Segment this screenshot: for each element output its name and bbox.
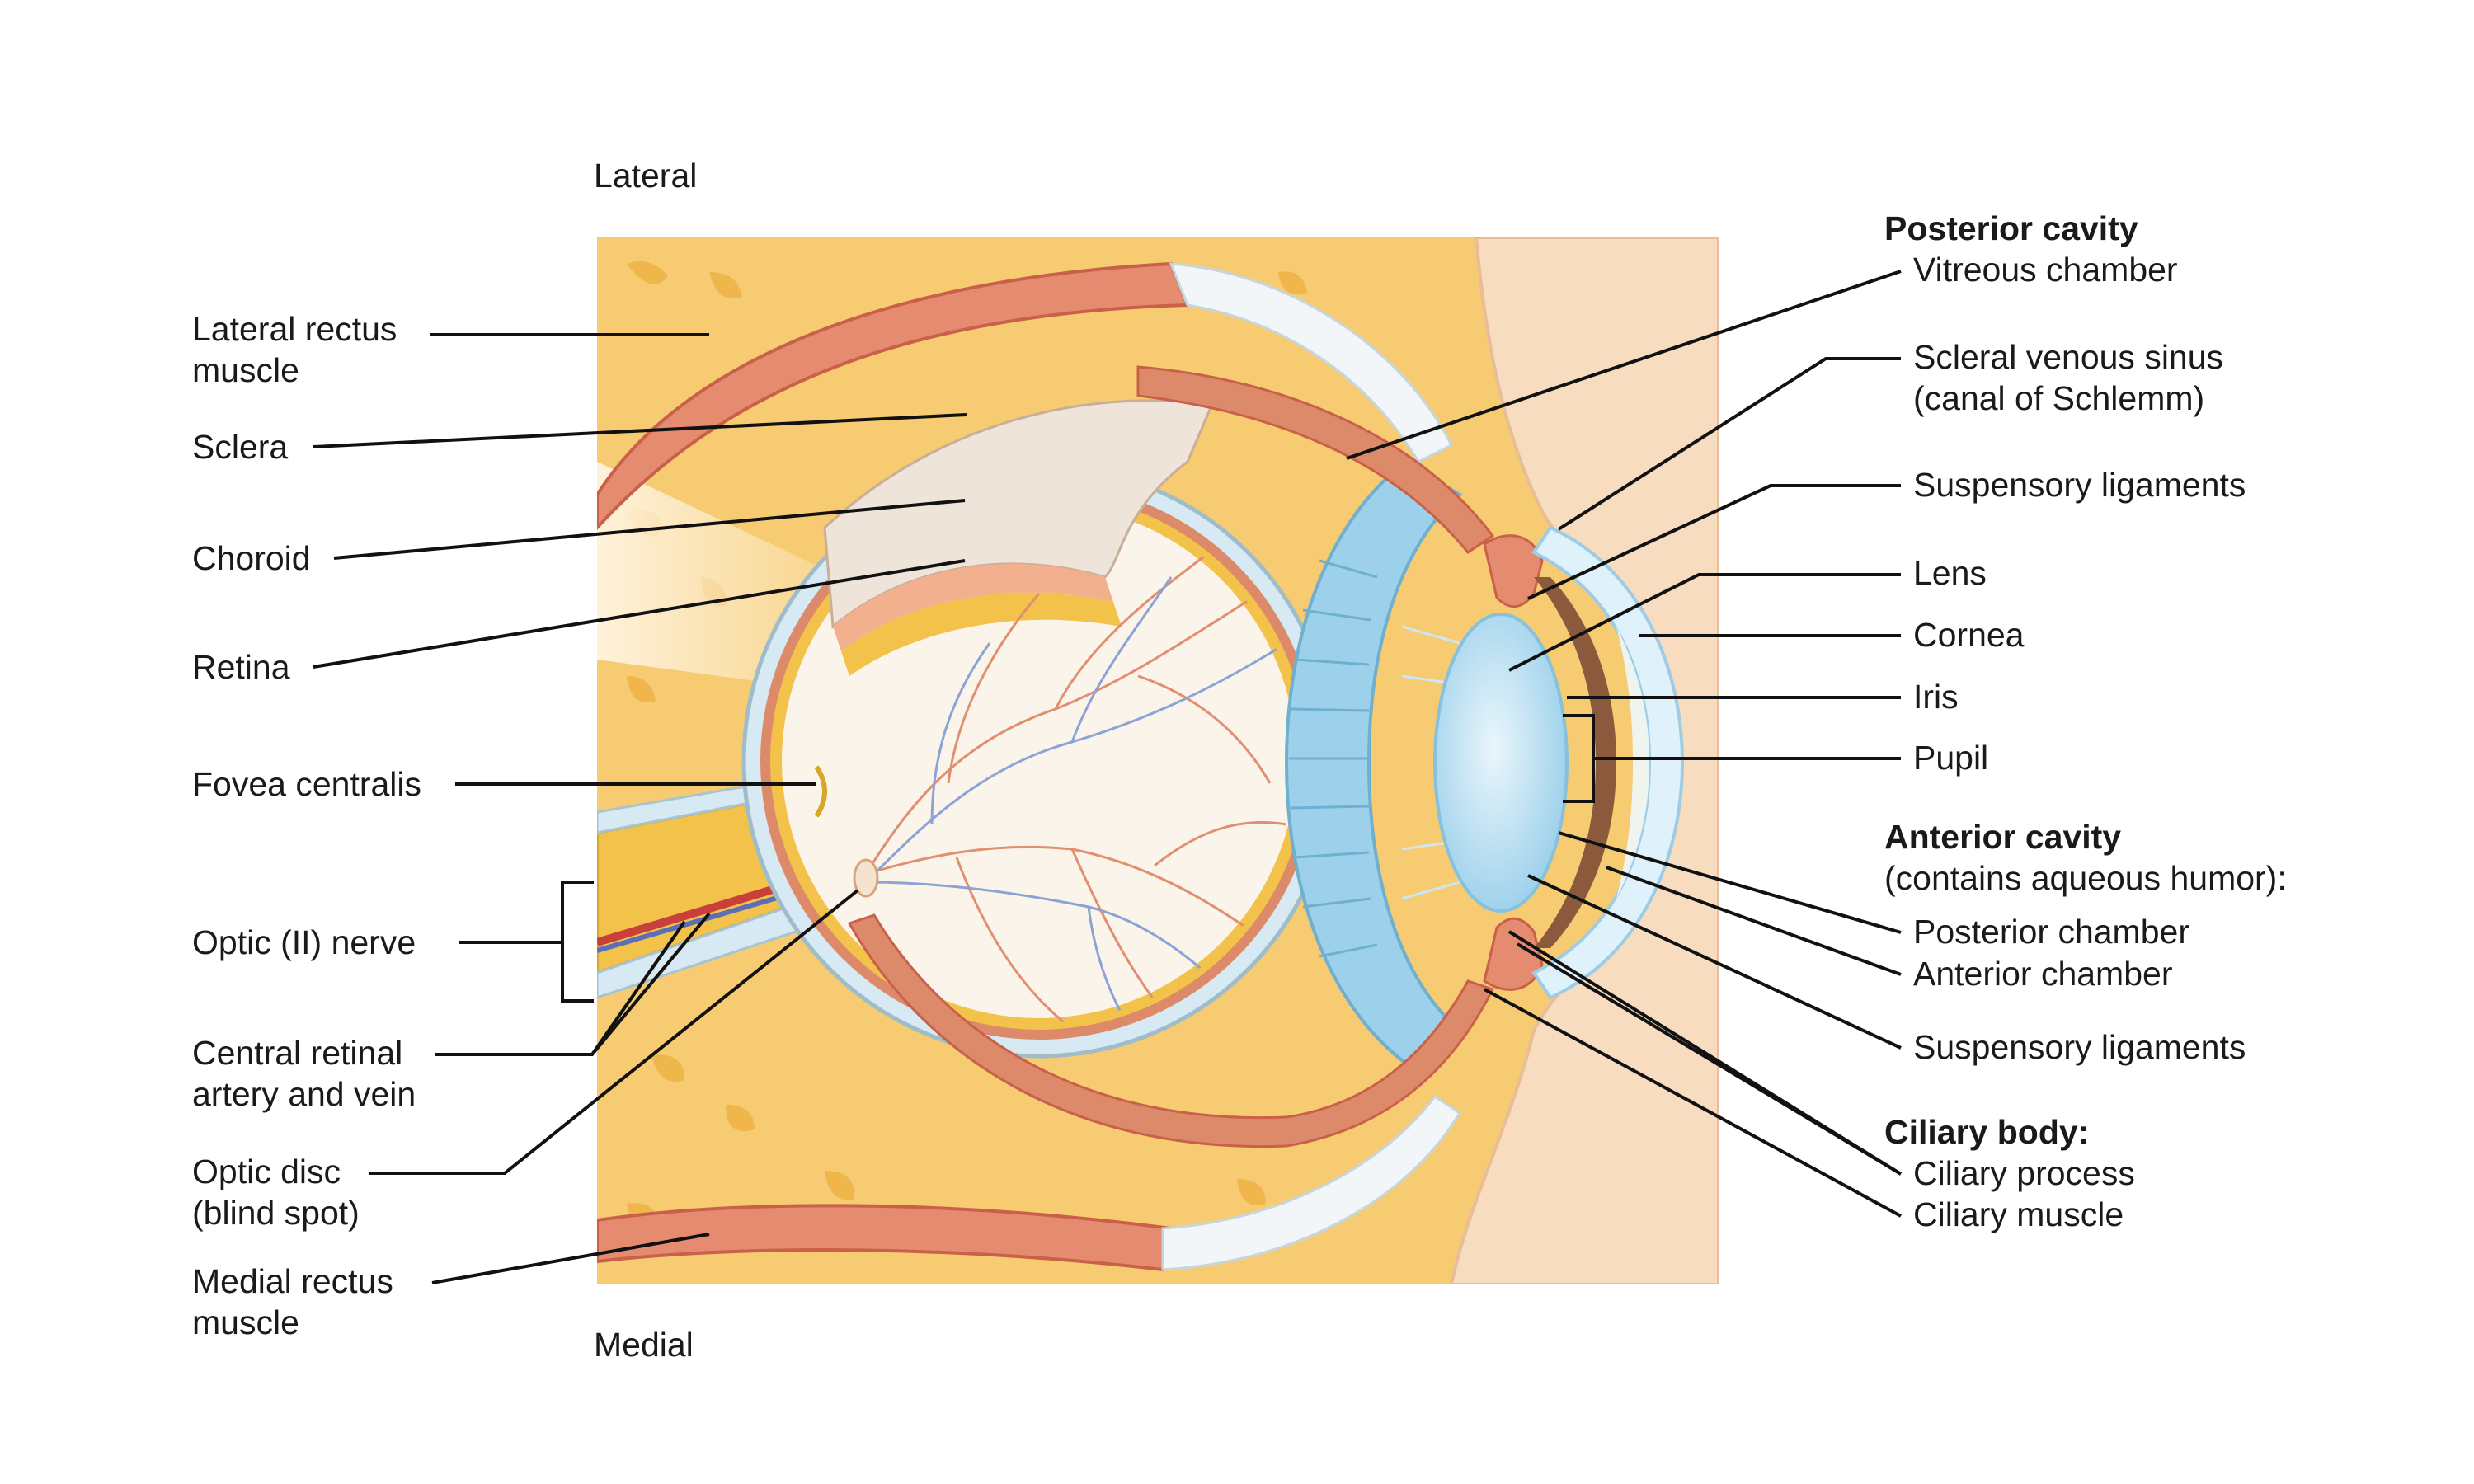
optic-disc-shape <box>853 858 879 898</box>
svg-text:Choroid: Choroid <box>192 539 311 577</box>
label-central-retinal: Central retinal artery and vein <box>192 912 711 1113</box>
cutaway-choroid-band <box>833 563 1113 651</box>
svg-text:Posterior cavity: Posterior cavity <box>1884 209 2138 247</box>
label-iris: Iris <box>1567 678 1959 716</box>
ciliary-process-lower <box>1483 917 1544 991</box>
svg-text:Central retinal: Central retinal <box>192 1034 402 1072</box>
label-suspensory-ligaments-upper: Suspensory ligaments <box>1527 466 2246 600</box>
lateral-label: Lateral <box>594 157 697 195</box>
svg-text:Anterior chamber: Anterior chamber <box>1913 955 2172 993</box>
label-medial-rectus: Medial rectus muscle <box>192 1233 710 1341</box>
svg-text:muscle: muscle <box>192 1303 299 1341</box>
label-optic-disc: Optic disc (blind spot) <box>192 889 859 1232</box>
label-pupil: Pupil <box>1563 714 1988 803</box>
svg-text:Anterior cavity: Anterior cavity <box>1884 818 2121 856</box>
svg-text:Iris: Iris <box>1913 678 1959 716</box>
choroid-arc-upper <box>1136 365 1495 555</box>
svg-text:Scleral venous sinus: Scleral venous sinus <box>1913 338 2223 376</box>
choroid-arc-lower <box>847 913 1495 1148</box>
svg-text:Pupil: Pupil <box>1913 739 1988 777</box>
svg-text:Sclera: Sclera <box>192 428 288 466</box>
label-lens: Lens <box>1508 554 1987 672</box>
svg-text:Medial rectus: Medial rectus <box>192 1262 393 1300</box>
label-posterior-cavity: Posterior cavity Vitreous chamber <box>1346 209 2178 460</box>
label-cornea: Cornea <box>1639 616 2025 654</box>
lateral-rectus-tendon <box>1169 262 1454 463</box>
svg-text:(contains aqueous humor):: (contains aqueous humor): <box>1884 859 2287 897</box>
label-optic-nerve: Optic (II) nerve <box>192 881 594 1003</box>
svg-text:Suspensory ligaments: Suspensory ligaments <box>1913 466 2246 504</box>
svg-text:artery and vein: artery and vein <box>192 1075 416 1113</box>
retinal-vessels <box>864 542 1287 1023</box>
svg-text:Retina: Retina <box>192 648 290 686</box>
medial-label: Medial <box>594 1326 694 1364</box>
svg-text:Suspensory ligaments: Suspensory ligaments <box>1913 1028 2246 1066</box>
cutaway-retina-band <box>841 592 1122 676</box>
fovea-shape <box>814 765 827 818</box>
label-choroid: Choroid <box>192 499 966 577</box>
iris-shape <box>1534 577 1616 948</box>
svg-text:(canal of Schlemm): (canal of Schlemm) <box>1913 379 2204 417</box>
svg-text:Fovea centralis: Fovea centralis <box>192 765 421 803</box>
svg-text:Cornea: Cornea <box>1913 616 2025 654</box>
svg-text:(blind spot): (blind spot) <box>192 1194 360 1232</box>
svg-text:Ciliary body:: Ciliary body: <box>1884 1113 2089 1151</box>
label-lateral-rectus: Lateral rectus muscle <box>192 310 709 389</box>
svg-text:Ciliary process: Ciliary process <box>1913 1154 2135 1192</box>
svg-text:muscle: muscle <box>192 351 299 389</box>
label-suspensory-ligaments-lower: Suspensory ligaments <box>1527 874 2246 1066</box>
label-scleral-venous-sinus: Scleral venous sinus (canal of Schlemm) <box>1557 338 2223 531</box>
anterior-chamber-shape <box>1616 627 1649 899</box>
eyeball <box>741 365 1685 1148</box>
svg-text:Vitreous chamber: Vitreous chamber <box>1913 251 2178 289</box>
label-retina: Retina <box>192 559 966 686</box>
svg-text:Lens: Lens <box>1913 554 1987 592</box>
ciliary-process-upper <box>1483 534 1544 608</box>
lens-shape <box>1433 613 1569 913</box>
label-anterior-cavity: Anterior cavity (contains aqueous humor)… <box>1558 818 2287 993</box>
label-ciliary-body: Ciliary body: Ciliary process Ciliary mu… <box>1484 930 2135 1233</box>
svg-text:Optic disc: Optic disc <box>192 1153 341 1190</box>
svg-text:Posterior chamber: Posterior chamber <box>1913 913 2189 951</box>
svg-text:Optic (II) nerve: Optic (II) nerve <box>192 923 416 961</box>
label-sclera: Sclera <box>192 413 967 466</box>
svg-text:Lateral rectus: Lateral rectus <box>192 310 397 348</box>
medial-rectus-tendon <box>1161 1094 1462 1271</box>
svg-text:Ciliary muscle: Ciliary muscle <box>1913 1195 2124 1233</box>
label-fovea-centralis: Fovea centralis <box>192 765 816 803</box>
